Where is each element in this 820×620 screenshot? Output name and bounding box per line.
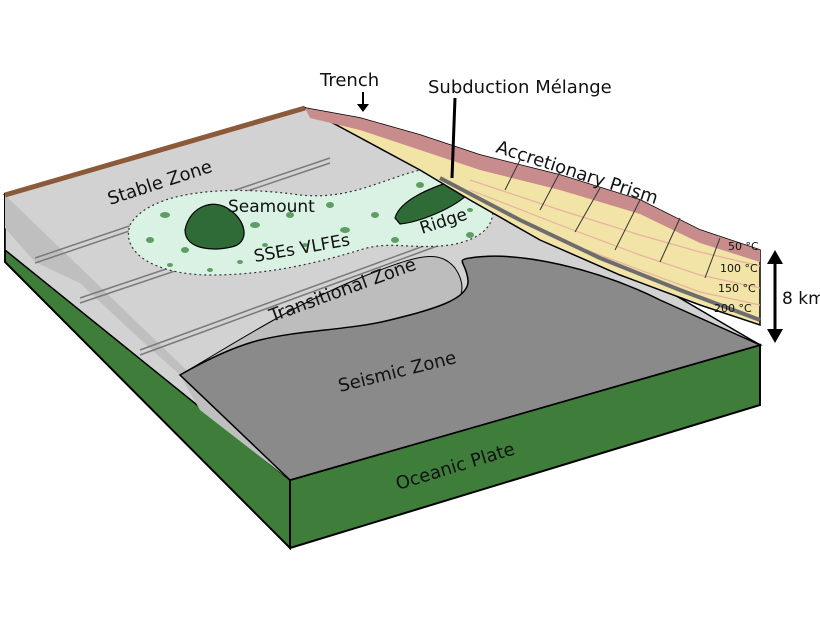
isotherm-label-100: 100 °C (720, 262, 758, 275)
isotherm-label-200: 200 °C (714, 302, 752, 315)
trench-marker (357, 92, 369, 112)
isotherm-label-150: 150 °C (718, 282, 756, 295)
isotherm-label-50: 50 °C (728, 240, 759, 253)
subduction-melange-pointer (450, 97, 457, 179)
depth-scale-label: 8 km (782, 289, 820, 309)
subduction-melange-label: Subduction Mélange (428, 77, 612, 98)
seamount-label: Seamount (228, 197, 315, 217)
seismic-zone-region (178, 255, 763, 481)
depth-scale-arrow (767, 250, 783, 343)
sse-dots (146, 182, 474, 272)
trench-label: Trench (319, 70, 379, 91)
sediment-edge (4, 105, 306, 198)
seamount-shape (184, 203, 245, 250)
accretionary-prism (304, 107, 761, 327)
